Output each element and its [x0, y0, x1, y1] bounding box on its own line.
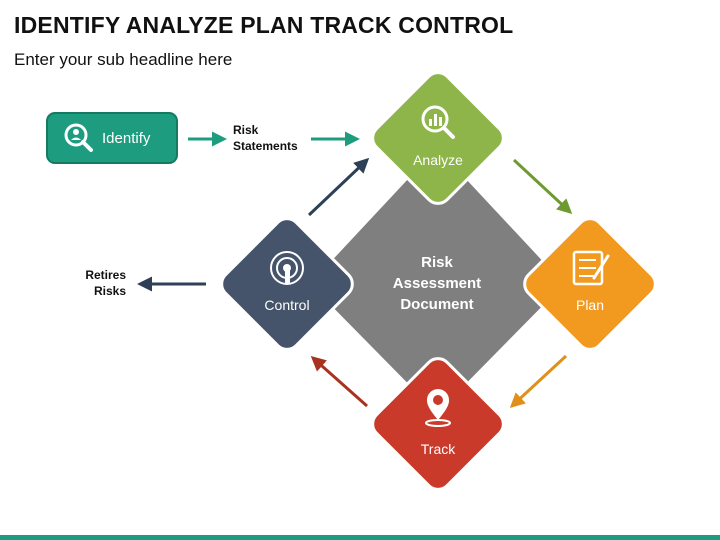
- analyze-node[interactable]: [367, 67, 508, 208]
- center-diamond: [310, 148, 564, 413]
- plan-label: Plan: [575, 297, 605, 313]
- retires-risks-note: Retires Risks: [85, 268, 126, 298]
- arrow-analyze-to-plan: [512, 158, 573, 215]
- risk-statements-note: Risk Statements: [233, 123, 298, 153]
- control-node[interactable]: [216, 213, 357, 354]
- footer-bar: [0, 535, 720, 540]
- identify-label: Identify: [102, 129, 151, 147]
- arrow-track-to-control: [310, 356, 368, 408]
- page-title: IDENTIFY ANALYZE PLAN TRACK CONTROL: [14, 12, 514, 38]
- track-node[interactable]: [367, 353, 508, 494]
- analyze-label: Analyze: [413, 152, 463, 168]
- arrow-control-to-analyze: [307, 157, 370, 217]
- arrow-plan-to-track: [509, 354, 568, 409]
- checklist-pen-icon: [572, 250, 610, 286]
- center-document-label: Risk Assessment Document: [392, 254, 482, 313]
- control-label: Control: [264, 297, 310, 313]
- search-user-icon: [64, 123, 93, 152]
- chart-magnifier-icon: [421, 105, 455, 139]
- page-subtitle: Enter your sub headline here: [14, 50, 233, 69]
- identify-box[interactable]: Identify: [46, 112, 178, 164]
- track-label: Track: [420, 441, 456, 457]
- location-pin-icon: [425, 389, 451, 427]
- touch-control-icon: [270, 251, 304, 285]
- plan-node[interactable]: [519, 213, 660, 354]
